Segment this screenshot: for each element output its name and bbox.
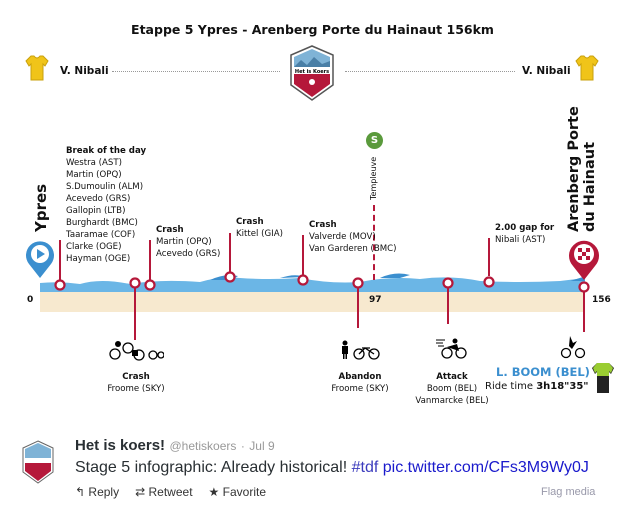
avatar[interactable] [22, 440, 54, 484]
flag-media-link[interactable]: Flag media [541, 486, 596, 498]
event-marker [352, 277, 364, 289]
infographic-title: Etappe 5 Ypres - Arenberg Porte du Haina… [131, 22, 494, 37]
tweet-header: Het is koers! @hetiskoers · Jul 9 [75, 437, 275, 454]
svg-text:Het is Koers: Het is Koers [295, 69, 329, 75]
sprint-badge: S [366, 132, 383, 149]
connector [447, 288, 449, 324]
connector [229, 233, 231, 273]
terrain-profile [40, 277, 585, 292]
crash-cyclists-icon [109, 341, 164, 361]
reply-button[interactable]: ↰ Reply [75, 485, 120, 499]
abandon-icon [342, 340, 380, 360]
leader-left: V. Nibali [60, 65, 109, 77]
km-finish: 156 [592, 295, 611, 305]
media-link[interactable]: pic.twitter.com/CFs3M9Wy0J [382, 459, 589, 476]
ride-time: Ride time 3h18"35" [485, 381, 589, 392]
connector [302, 235, 304, 276]
connector [59, 240, 61, 280]
tweet-actions: ↰ Reply ⇄ Retweet ★ Favorite [75, 485, 266, 499]
ground-band [40, 292, 585, 312]
event-marker [483, 276, 495, 288]
event-marker [224, 271, 236, 283]
km-start: 0 [27, 295, 34, 305]
divider [112, 71, 280, 72]
event-marker [297, 274, 309, 286]
yellow-jersey-icon [25, 55, 49, 81]
stage-profile [40, 271, 590, 312]
team-jersey-icon [592, 363, 614, 393]
retweet-icon: ⇄ [135, 485, 146, 499]
sprint-place: Templeuve [369, 156, 378, 200]
favorite-button[interactable]: ★ Favorite [208, 485, 266, 499]
leader-right: V. Nibali [522, 65, 571, 77]
km-sprint: 97 [369, 295, 382, 305]
yellow-jersey-icon [575, 55, 599, 81]
tweet-handle[interactable]: @hetiskoers [169, 439, 237, 453]
connector [488, 238, 490, 276]
connector [583, 292, 585, 332]
start-label: Ypres [32, 183, 50, 232]
tweet-text: Stage 5 infographic: Already historical!… [75, 459, 589, 476]
finish-marker [578, 281, 590, 293]
start-pin-icon [26, 241, 54, 278]
event-break-of-day: Break of the day Westra (AST)Martin (OPQ… [66, 146, 147, 264]
tweet-author[interactable]: Het is koers! [75, 437, 166, 454]
het-is-koers-logo: Het is Koers [290, 45, 334, 101]
connector [149, 240, 151, 280]
retweet-button[interactable]: ⇄ Retweet [135, 485, 193, 499]
connector [357, 288, 359, 328]
event-marker [144, 279, 156, 291]
event-marker [129, 277, 141, 289]
event-marker [442, 277, 454, 289]
connector [134, 288, 136, 340]
divider [345, 71, 515, 72]
reply-icon: ↰ [75, 485, 86, 499]
star-icon: ★ [208, 485, 220, 499]
hashtag-link[interactable]: #tdf [351, 459, 379, 476]
finish-flag-pin-icon [569, 240, 599, 280]
winner-cyclist-icon [560, 336, 586, 359]
winner-name: L. BOOM (BEL) [496, 365, 590, 379]
sprint-line [373, 205, 375, 280]
tweet-date[interactable]: Jul 9 [249, 439, 275, 453]
attack-icon [436, 338, 467, 359]
event-marker [54, 279, 66, 291]
